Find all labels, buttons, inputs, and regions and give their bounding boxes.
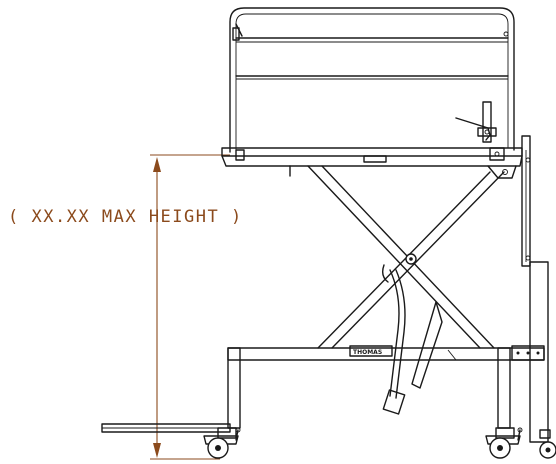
base-end-plate	[511, 345, 545, 361]
base-top-rail	[227, 347, 545, 361]
side-panel-upper	[521, 135, 531, 267]
actuator-base	[382, 389, 406, 415]
rail-pin	[503, 31, 509, 37]
actuator-cylinder	[411, 301, 443, 389]
rail-outer	[229, 7, 515, 153]
side-panel-lower	[529, 261, 549, 443]
caster-left-mount	[217, 427, 237, 439]
dimension-arrow-bottom	[153, 443, 161, 458]
caster-right	[485, 427, 523, 459]
deck-edge	[221, 155, 523, 167]
caster-far-right	[539, 429, 556, 459]
rail-latch	[232, 27, 240, 41]
rail-inner	[235, 13, 509, 150]
actuator-hose	[389, 269, 400, 397]
lever-post	[482, 101, 492, 143]
deck-top	[221, 147, 523, 157]
dimension-label: ( XX.XX MAX HEIGHT )	[8, 207, 243, 227]
height-dimension: ( XX.XX MAX HEIGHT )	[8, 154, 243, 460]
caster-left	[203, 427, 241, 459]
deck-label-plate	[363, 155, 387, 163]
side-panel	[521, 135, 549, 443]
brand-label: THOMAS	[353, 349, 382, 356]
platform	[221, 147, 523, 179]
scissor-arm-b	[317, 171, 491, 349]
base-frame: THOMAS	[101, 345, 545, 433]
deck-bracket	[487, 165, 517, 179]
scissor-arm-a	[307, 165, 481, 349]
brand-plate	[349, 345, 393, 357]
guard-rail	[229, 7, 515, 153]
caster-right-mount	[495, 427, 515, 439]
dimension-arrow-top	[153, 157, 161, 172]
foot-step	[101, 423, 231, 433]
scissor-lift	[307, 165, 505, 415]
